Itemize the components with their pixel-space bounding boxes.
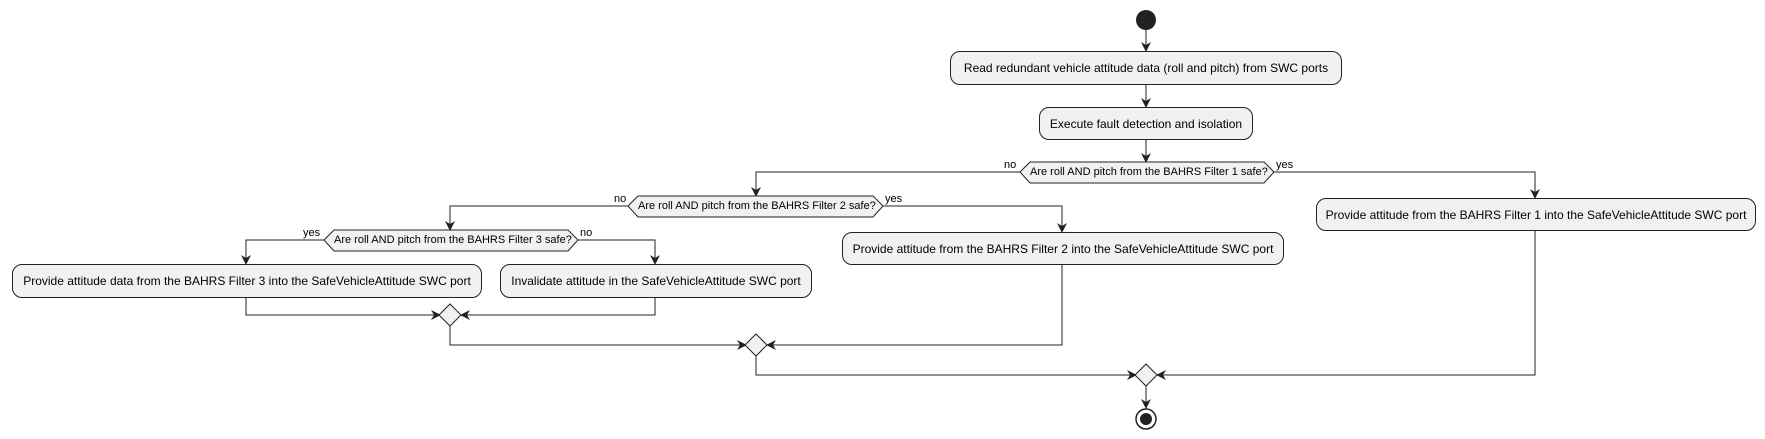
merge-node-1	[1134, 363, 1158, 387]
action-read-attitude: Read redundant vehicle attitude data (ro…	[950, 51, 1342, 85]
merge-node-3	[438, 303, 462, 327]
edge-decision2-no	[445, 205, 628, 231]
action-provide-filter3: Provide attitude data from the BAHRS Fil…	[12, 264, 482, 298]
action-provide-filter2: Provide attitude from the BAHRS Filter 2…	[842, 232, 1284, 265]
action-fault-detection: Execute fault detection and isolation	[1039, 107, 1253, 140]
action-provide-filter1: Provide attitude from the BAHRS Filter 1…	[1316, 198, 1756, 231]
edge-merge2-to-merge1	[755, 355, 1137, 380]
decision-filter3-text: Are roll AND pitch from the BAHRS Filter…	[334, 234, 572, 246]
decision-filter2-text: Are roll AND pitch from the BAHRS Filter…	[638, 200, 876, 212]
edge-decision2-yes	[883, 205, 1067, 233]
decision-filter2-shape	[627, 195, 884, 218]
edge-decision3-yes	[241, 239, 324, 265]
branch-label-d1-no: no	[1004, 159, 1017, 171]
edge-f3-to-merge3	[245, 298, 441, 320]
decision-filter1-text: Are roll AND pitch from the BAHRS Filter…	[1030, 166, 1268, 178]
edge-merge3-to-merge2	[449, 325, 747, 350]
action-invalidate-attitude: Invalidate attitude in the SafeVehicleAt…	[500, 264, 812, 298]
branch-label-d2-yes: yes	[885, 193, 903, 205]
end-node-outer	[1135, 408, 1157, 430]
edge-f2-to-merge2	[766, 265, 1063, 350]
branch-label-d3-no: no	[580, 227, 593, 239]
edge-invalidate-to-merge3	[460, 298, 656, 320]
start-node	[1136, 10, 1156, 30]
merge-node-2	[744, 333, 768, 357]
edge-decision3-no	[578, 239, 660, 265]
decision-filter1-shape	[1019, 161, 1275, 184]
edge-f1-to-merge1	[1156, 231, 1536, 380]
branch-label-d3-yes: yes	[303, 227, 321, 239]
edge-decision1-yes	[1274, 171, 1540, 199]
edge-decision1-no	[751, 171, 1020, 197]
branch-label-d1-yes: yes	[1276, 159, 1294, 171]
decision-filter3-shape	[323, 229, 579, 252]
branch-label-d2-no: no	[614, 193, 627, 205]
end-node-inner	[1140, 413, 1152, 425]
